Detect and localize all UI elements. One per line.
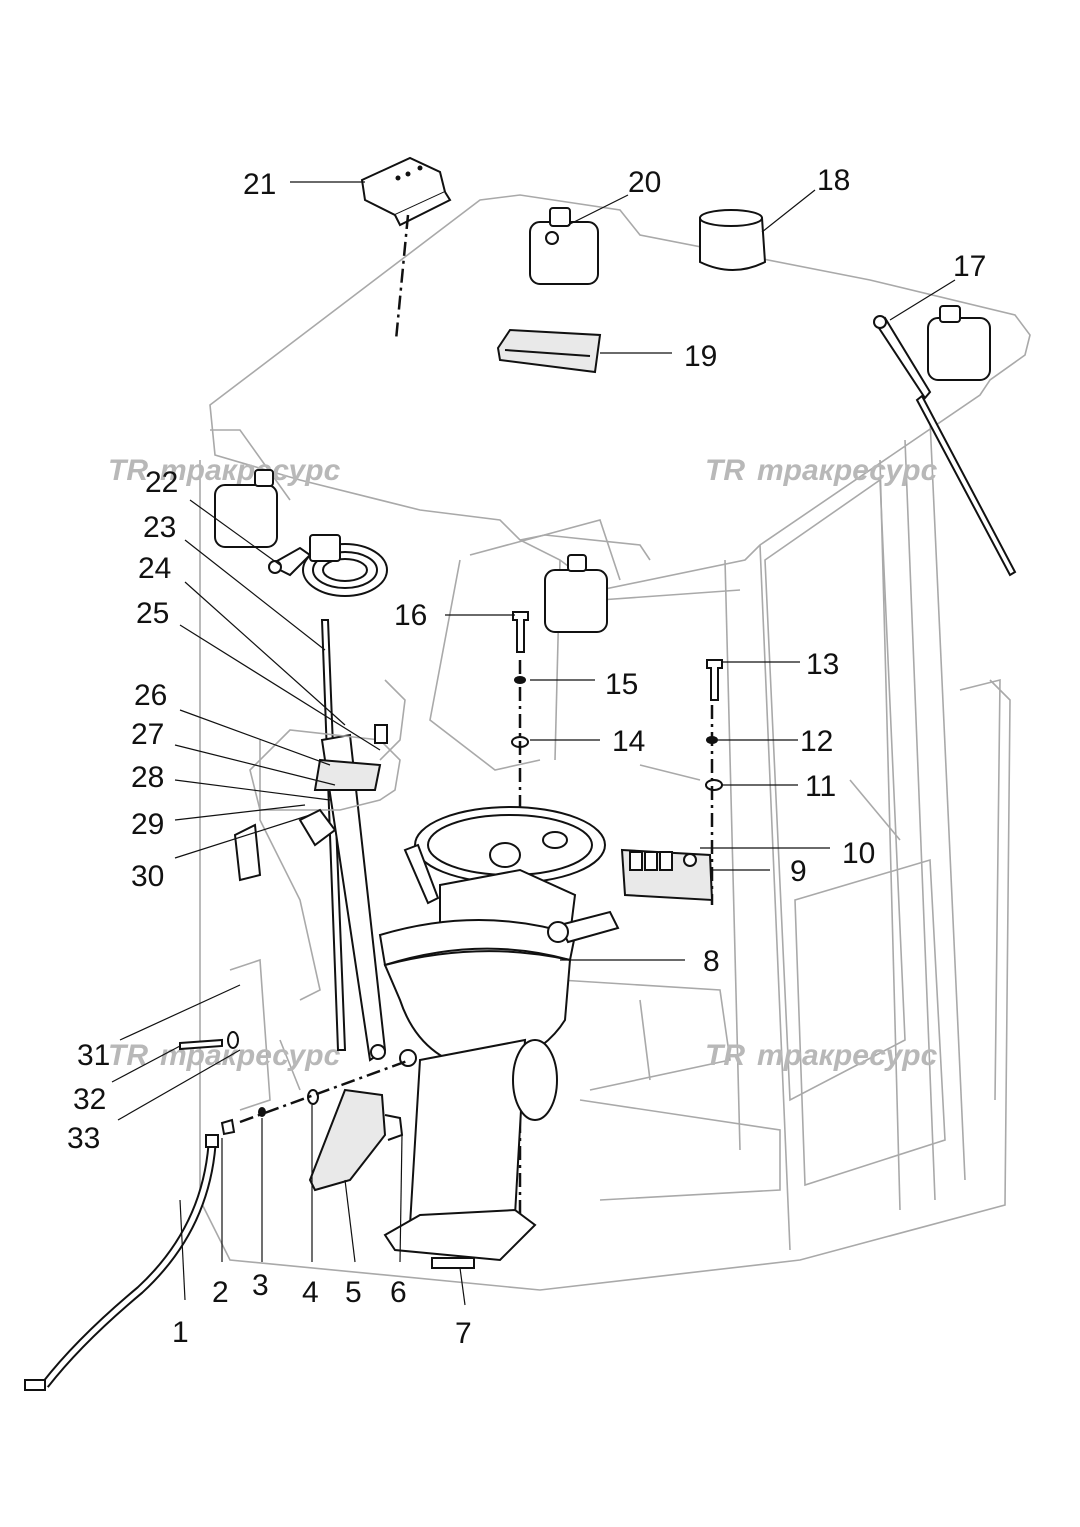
watermark-logo: TR — [705, 1039, 745, 1072]
part-9-10-control-module — [620, 848, 714, 902]
part-13-12-11-fasteners — [705, 659, 723, 905]
callout-23: 23 — [143, 511, 176, 544]
callout-15: 15 — [605, 668, 638, 701]
callout-11: 11 — [805, 770, 836, 803]
leader-lines — [111, 181, 956, 1306]
callout-19: 19 — [684, 340, 717, 373]
watermark-text: тракресурс — [757, 454, 938, 487]
callout-24: 24 — [138, 552, 171, 585]
part-26-30-left-console — [233, 724, 401, 882]
callout-17: 17 — [953, 250, 986, 283]
callout-31: 31 — [77, 1039, 110, 1072]
watermark-text: тракресурс — [160, 454, 341, 487]
callout-22: 22 — [145, 466, 178, 499]
callout-18: 18 — [817, 164, 850, 197]
callout-3: 3 — [252, 1269, 269, 1302]
callout-28: 28 — [131, 761, 164, 794]
watermark-logo: TR — [108, 454, 148, 487]
part-21-switch-panel — [360, 156, 452, 341]
callout-29: 29 — [131, 808, 164, 841]
watermark-logo: TR — [108, 1039, 148, 1072]
watermark-text: тракресурс — [757, 1039, 938, 1072]
callout-20: 20 — [628, 166, 661, 199]
part-31-32-bolt — [179, 1031, 239, 1051]
callout-33: 33 — [67, 1122, 100, 1155]
part-19-interior-light — [496, 328, 602, 374]
part-5-accelerator-pedal — [308, 1088, 404, 1192]
part-1-hose — [24, 1134, 219, 1391]
callout-labels: 1 2 3 4 5 6 7 8 9 10 11 12 13 14 15 16 1… — [67, 164, 986, 1350]
part-20-work-lamp — [529, 207, 599, 285]
watermark-top-right: TR тракресурс — [705, 454, 938, 487]
callout-21: 21 — [243, 168, 276, 201]
callout-2: 2 — [212, 1276, 229, 1309]
callout-25: 25 — [136, 597, 169, 630]
part-18-beacon — [699, 209, 767, 271]
part-2-3-4-fasteners — [220, 1058, 411, 1136]
callout-6: 6 — [390, 1276, 407, 1309]
watermark-bottom-left: TR тракресурс — [108, 1039, 341, 1072]
callout-8: 8 — [703, 945, 720, 978]
part-17-rear-wiper-and-lamp — [873, 305, 1017, 577]
callout-13: 13 — [806, 648, 839, 681]
part-front-work-lamp — [544, 554, 608, 633]
part-24-front-wiper — [320, 619, 417, 1067]
callout-1: 1 — [172, 1316, 189, 1349]
callout-27: 27 — [131, 718, 164, 751]
callout-9: 9 — [790, 855, 807, 888]
callout-4: 4 — [302, 1276, 319, 1309]
part-8-steering-column — [378, 806, 620, 1269]
callout-12: 12 — [800, 725, 833, 758]
watermark-top-left: TR тракресурс — [108, 454, 341, 487]
part-23-fan — [302, 534, 388, 597]
part-22-work-lamp — [214, 469, 312, 577]
callout-5: 5 — [345, 1276, 362, 1309]
callout-30: 30 — [131, 860, 164, 893]
callout-32: 32 — [73, 1083, 106, 1116]
callout-10: 10 — [842, 837, 875, 870]
watermark-logo: TR — [705, 454, 745, 487]
watermark-bottom-right: TR тракресурс — [705, 1039, 938, 1072]
callout-26: 26 — [134, 679, 167, 712]
callout-7: 7 — [455, 1317, 472, 1350]
callout-14: 14 — [612, 725, 645, 758]
callout-16: 16 — [394, 599, 427, 632]
